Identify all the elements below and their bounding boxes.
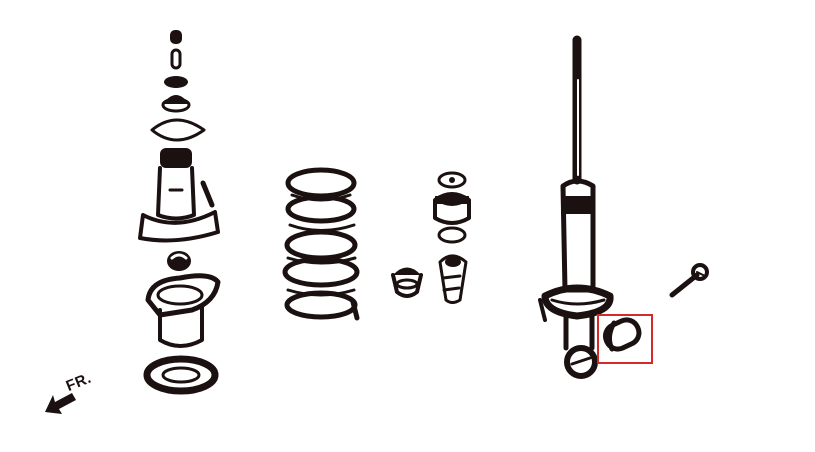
lower-shock-bushing bbox=[602, 317, 642, 352]
bump-stop-stack bbox=[433, 171, 471, 304]
upper-mount-bushing bbox=[167, 251, 191, 271]
coil-spring bbox=[282, 167, 360, 321]
mounting-bolt bbox=[669, 263, 709, 298]
lower-spring-seat bbox=[143, 273, 221, 395]
bump-stop-cap bbox=[391, 267, 423, 298]
top-mount-stack bbox=[138, 30, 220, 243]
shock-absorber bbox=[538, 35, 614, 379]
front-direction-arrow-icon bbox=[45, 393, 76, 414]
highlight-box bbox=[597, 314, 653, 364]
